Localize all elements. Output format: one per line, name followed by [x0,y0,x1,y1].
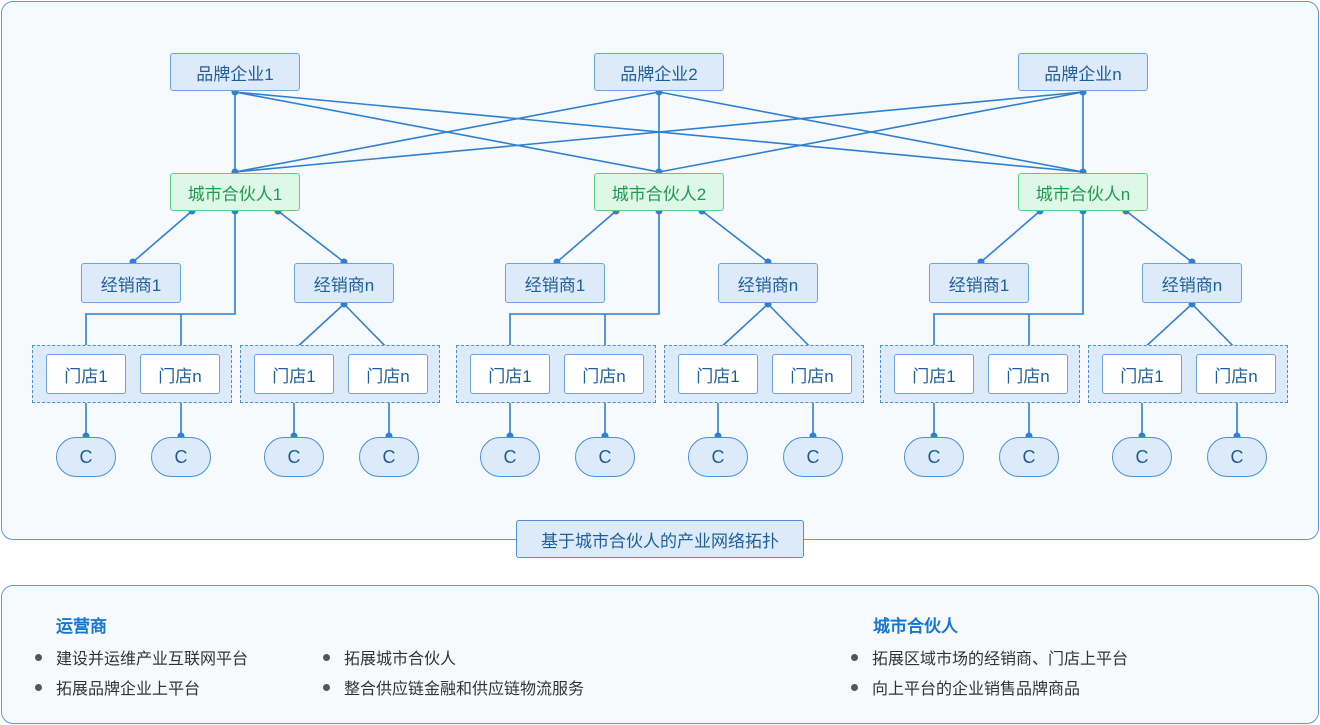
customer-node: C [688,437,748,477]
customer-node: C [904,437,964,477]
customer-node: C [1207,437,1267,477]
dealer-node: 经销商n [1142,263,1242,303]
operator-item: 拓展品牌企业上平台 [35,675,200,699]
partner-dealer-line [132,210,193,263]
brand-node-2: 品牌企业2 [594,53,724,91]
customer-node: C [151,437,211,477]
store-node: 门店1 [470,354,550,394]
topology-caption: 基于城市合伙人的产业网络拓扑 [516,520,804,558]
partner-node-2: 城市合伙人2 [594,173,724,211]
partner-dealer-line [1125,210,1193,263]
dealer-node: 经销商1 [505,263,605,303]
dealer-store-line [1141,303,1193,351]
customer-node: C [1112,437,1172,477]
brand-partner-line [234,91,1084,173]
operator-item: 建设并运维产业互联网平台 [35,645,248,669]
dealer-store-line [343,303,390,351]
dealer-node: 经销商1 [929,263,1029,303]
partner-dealer-line [277,210,345,263]
dealer-node: 经销商n [294,263,394,303]
customer-node: C [264,437,324,477]
partner-dealer-line [701,210,769,263]
store-node: 门店1 [894,354,974,394]
operator-item: 整合供应链金融和供应链物流服务 [323,675,584,699]
store-node: 门店1 [46,354,126,394]
partner-node-1: 城市合伙人1 [170,173,300,211]
customer-node: C [480,437,540,477]
city-partner-item: 向上平台的企业销售品牌商品 [851,675,1080,699]
store-node: 门店1 [1102,354,1182,394]
customer-node: C [575,437,635,477]
dealer-store-line [1191,303,1238,351]
dealer-node: 经销商n [718,263,818,303]
operator-title: 运营商 [56,617,107,636]
partner-store-line [509,211,660,350]
operator-item: 拓展城市合伙人 [323,645,456,669]
dealer-store-line [293,303,345,351]
partner-dealer-line [980,210,1041,263]
store-node: 门店n [140,354,220,394]
store-node: 门店1 [254,354,334,394]
roles-panel [1,585,1319,724]
brand-node-n: 品牌企业n [1018,53,1148,91]
partner-store-line [85,211,236,350]
store-node: 门店n [772,354,852,394]
brand-node-1: 品牌企业1 [170,53,300,91]
dealer-store-line [717,303,769,351]
customer-node: C [999,437,1059,477]
store-node: 门店n [564,354,644,394]
brand-partner-line [234,91,660,173]
city-partner-title: 城市合伙人 [873,617,958,636]
city-partner-item: 拓展区域市场的经销商、门店上平台 [851,645,1128,669]
customer-node: C [56,437,116,477]
partner-store-line [933,211,1084,350]
store-node: 门店n [348,354,428,394]
brand-partner-line [658,91,1084,173]
store-node: 门店n [1196,354,1276,394]
customer-node: C [783,437,843,477]
partner-node-n: 城市合伙人n [1018,173,1148,211]
store-node: 门店n [988,354,1068,394]
partner-dealer-line [556,210,617,263]
customer-node: C [359,437,419,477]
dealer-node: 经销商1 [81,263,181,303]
store-node: 门店1 [678,354,758,394]
dealer-store-line [767,303,814,351]
